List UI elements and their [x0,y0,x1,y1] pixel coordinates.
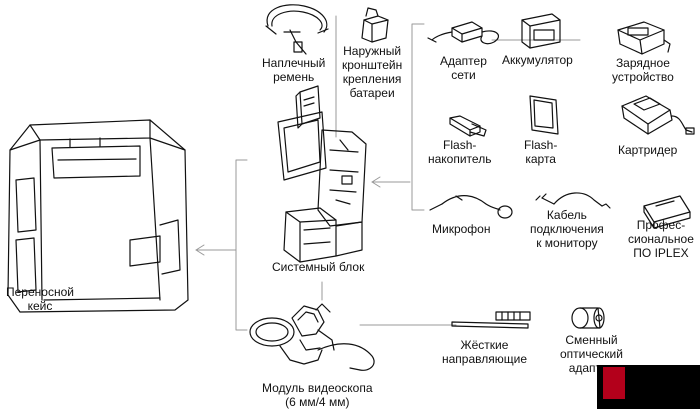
battery-drawing [521,13,561,49]
charger-drawing [617,21,671,55]
label-scope-module: Модуль видеоскопа (6 мм/4 мм) [262,381,373,409]
label-microphone: Микрофон [432,222,491,236]
label-rigid-guides: Жёсткие направляющие [442,338,527,366]
usb-flash-drive-drawing [449,115,487,137]
bracket-right [411,23,425,211]
rigid-guides-drawing [451,311,531,329]
bookmark-icon [603,367,625,399]
ac-adapter-drawing [427,21,499,45]
card-reader-drawing [621,95,695,135]
monitor-cable-drawing [535,192,611,209]
microphone-drawing [429,195,513,219]
arrow-unit [371,176,381,188]
flash-card-drawing [529,95,559,135]
label-charger: Зарядное устройство [612,56,674,84]
label-carrying-case: Переносной кейс [6,285,74,313]
label-battery: Аккумулятор [502,53,573,67]
label-iplex-software: Профес- сиональное ПО IPLEX [628,218,694,260]
label-usb-flash: Flash- накопитель [428,138,492,166]
iplex-software-drawing [643,195,691,229]
optical-adapter-drawing [571,307,605,329]
label-shoulder-strap: Наплечный ремень [262,56,326,84]
label-ac-adapter: Адаптер сети [440,54,487,82]
scope-module-drawing [249,303,375,371]
label-card-reader: Картридер [618,143,678,157]
carrying-case-drawing [7,119,189,313]
arrow-case [195,244,205,256]
label-flash-card: Flash- карта [524,138,558,166]
system-unit-drawing [277,85,367,263]
shoulder-strap-drawing [265,4,329,55]
label-monitor-cable: Кабель подключения к монитору [530,208,604,250]
bracket-left [235,159,248,331]
label-battery-bracket: Наружный кронштейн крепления батареи [342,44,403,100]
label-system-unit: Системный блок [272,260,365,274]
battery-bracket-drawing [361,7,389,43]
